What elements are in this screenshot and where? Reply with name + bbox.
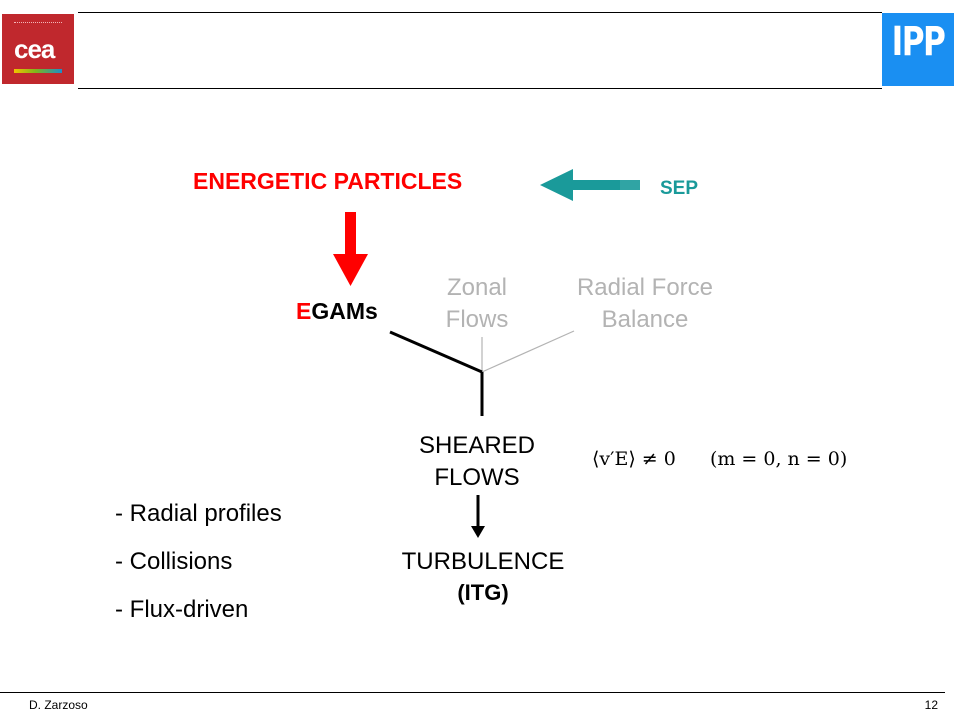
cea-logo-text: cea xyxy=(14,34,55,64)
itg-label: (ITG) xyxy=(457,580,509,605)
turbulence-label: TURBULENCE xyxy=(401,548,565,575)
sep-label: SEP xyxy=(660,178,699,199)
cea-logo-dots xyxy=(14,22,62,25)
cea-logo: cea xyxy=(2,14,74,84)
footer-rule xyxy=(0,692,945,693)
page-number: 12 xyxy=(924,698,938,712)
bullet-radial-profiles: - Radial profiles xyxy=(115,500,282,527)
header-top-rule xyxy=(78,12,882,13)
radial-force-balance-line-2: Balance xyxy=(601,306,689,333)
zonal-flow-equation: ⟨v′E⟩ ≠ 0 (m = 0, n = 0) xyxy=(592,448,847,470)
footer-author: D. Zarzoso xyxy=(29,698,88,712)
sep-arrow xyxy=(540,169,640,201)
sheared-flows-label: SHEARED FLOWS xyxy=(395,430,559,494)
energetic-particles-label: ENERGETIC PARTICLES xyxy=(193,168,463,194)
egams-rest: GAMs xyxy=(311,298,378,324)
sheared-to-turbulence-arrow xyxy=(471,495,485,538)
rfb-connector xyxy=(481,330,575,373)
cea-logo-bar xyxy=(14,69,62,73)
zonal-flows-line-1: Zonal xyxy=(446,274,508,301)
header-bottom-rule xyxy=(78,88,882,89)
radial-force-balance-line-1: Radial Force xyxy=(576,274,714,301)
egams-connector xyxy=(389,330,483,374)
sheared-flows-line-2: FLOWS xyxy=(434,464,520,491)
radial-force-balance-label: Radial Force Balance xyxy=(557,272,733,336)
equation-lhs: ⟨v′E⟩ ≠ 0 xyxy=(592,448,676,470)
energetic-to-egams-arrow xyxy=(333,212,368,286)
bullet-flux-driven: - Flux-driven xyxy=(115,596,249,623)
ipp-logo: IPP xyxy=(882,13,954,86)
sheared-flows-line-1: SHEARED xyxy=(418,432,536,459)
zonal-flows-label: Zonal Flows xyxy=(430,272,524,336)
equation-rhs: (m = 0, n = 0) xyxy=(709,448,848,470)
egams-label: EGAMs xyxy=(296,298,378,325)
ipp-logo-text: IPP xyxy=(891,19,946,65)
bullet-collisions: - Collisions xyxy=(115,548,233,575)
zonal-flows-line-2: Flows xyxy=(445,306,509,333)
egams-first-letter: E xyxy=(296,298,312,324)
